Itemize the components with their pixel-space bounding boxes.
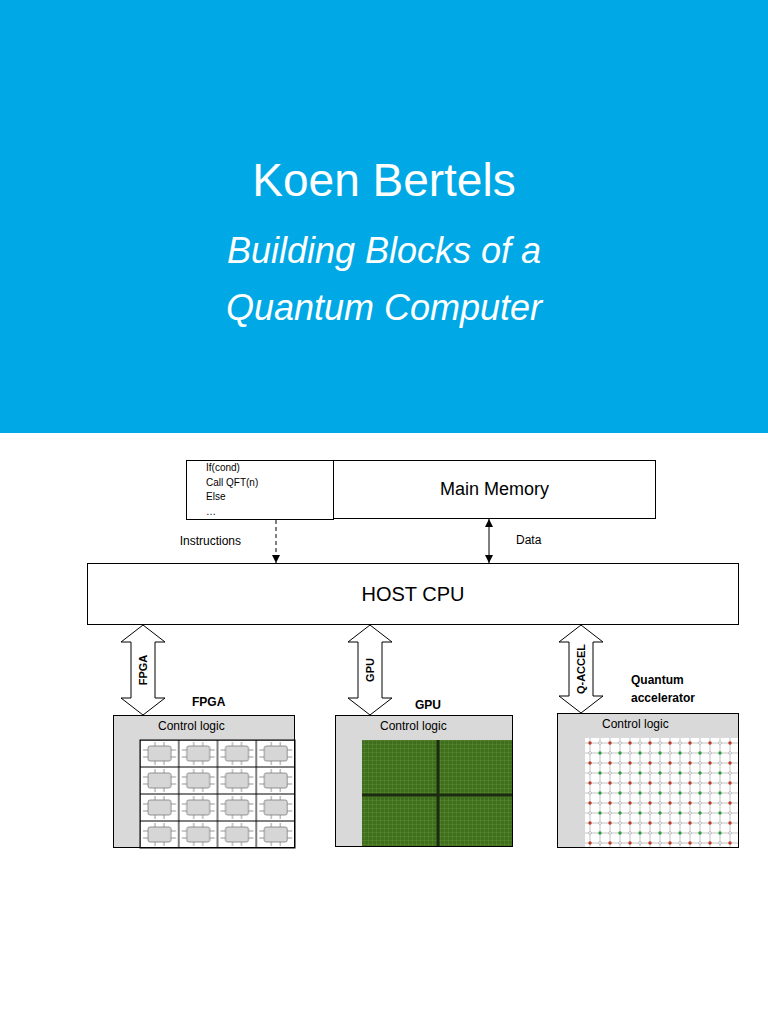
control-logic-label: Control logic: [602, 716, 669, 732]
control-logic-area: [113, 715, 295, 848]
fpga-box: FPGAControl logic: [113, 715, 295, 848]
bus-arrow: [559, 625, 603, 713]
code-line: If(cond): [206, 461, 329, 476]
edge-label: Data: [516, 533, 541, 547]
accelerator-name: Quantum accelerator: [631, 671, 721, 707]
control-logic-label: Control logic: [158, 718, 225, 734]
bus-label: GPU: [364, 658, 376, 682]
gpu-divider: [362, 794, 513, 797]
data-arrow: [489, 519, 490, 563]
title: Koen Bertels: [0, 152, 768, 208]
code-line: Else: [206, 490, 329, 505]
quantum-box: Quantum acceleratorControl logic: [557, 713, 739, 848]
control-logic-label: Control logic: [380, 718, 447, 734]
bus-label: FPGA: [137, 655, 149, 686]
cpu-box: HOST CPU: [87, 563, 739, 625]
control-logic-area: [335, 715, 513, 847]
accelerator-name: GPU: [415, 696, 475, 714]
code-box: If(cond)Call QFT(n)Else…: [186, 460, 334, 520]
accelerator-name: FPGA: [192, 693, 252, 711]
bus-arrow: [348, 625, 392, 715]
subtitle: Building Blocks of a Quantum Computer: [184, 222, 584, 336]
data-arrow: [276, 520, 277, 563]
box-label: Main Memory: [440, 479, 549, 500]
bus-arrow: [121, 625, 165, 715]
edge-label: Instructions: [180, 534, 241, 548]
control-logic-area: [557, 713, 739, 848]
title-band: [0, 0, 768, 433]
fpga-fabric: [140, 740, 295, 848]
memory-box: Main Memory: [333, 460, 656, 519]
code-line: …: [206, 505, 329, 520]
box-label: HOST CPU: [362, 583, 465, 606]
qubit-grid: [585, 738, 739, 848]
gpu-box: GPUControl logic: [335, 715, 513, 847]
bus-label: Q-ACCEL: [575, 644, 587, 694]
gpu-cores: [362, 740, 513, 847]
code-line: Call QFT(n): [206, 476, 329, 491]
